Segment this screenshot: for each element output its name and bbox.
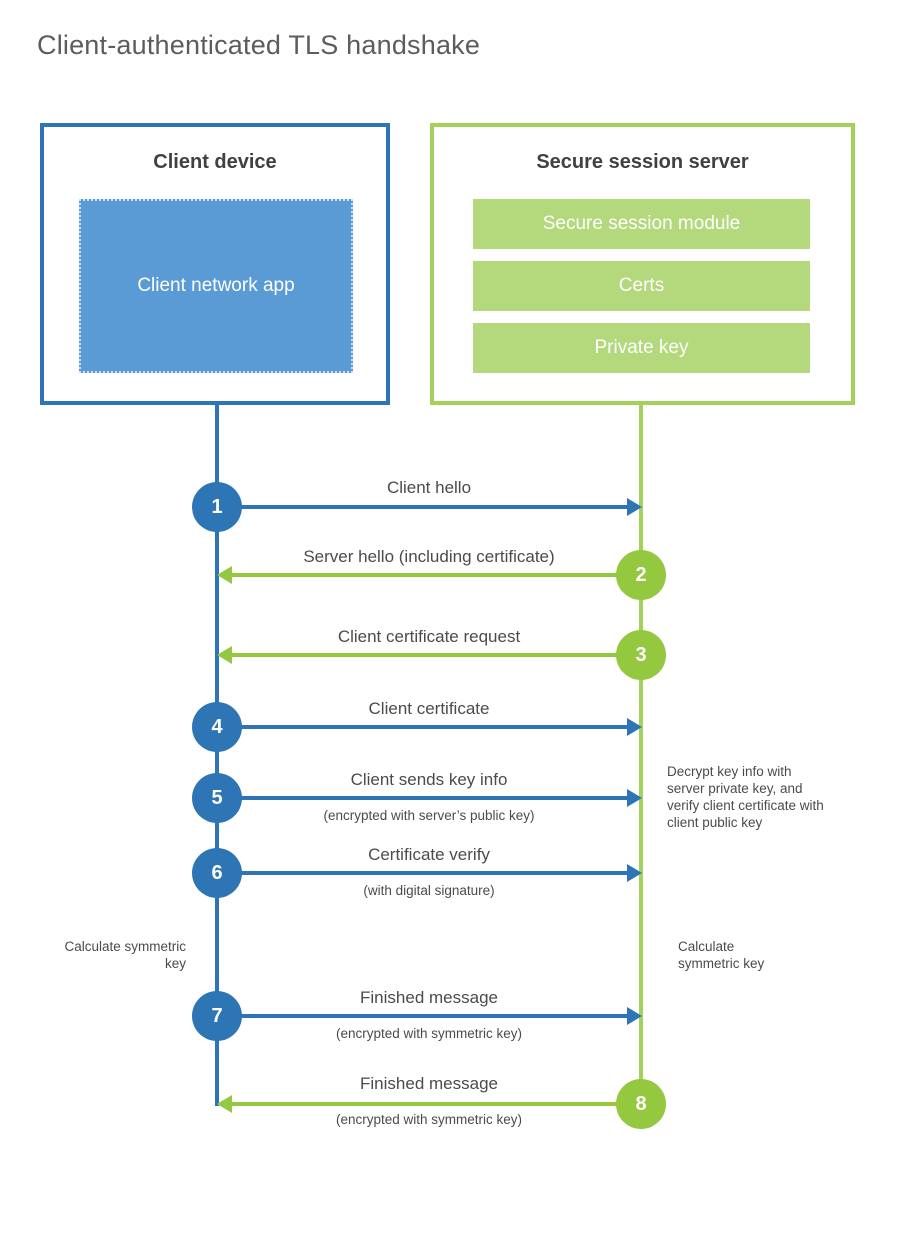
step-number: 8 xyxy=(635,1092,647,1115)
arrowhead-left-icon xyxy=(217,566,232,584)
step-circle: 1 xyxy=(192,482,242,532)
message-arrow-left xyxy=(217,1095,618,1113)
arrowhead-left-icon xyxy=(217,1095,232,1113)
message-sublabel: (with digital signature) xyxy=(363,883,495,898)
arrow-shaft xyxy=(240,871,631,875)
server-box: Secure session server Secure session mod… xyxy=(430,123,855,405)
server-private-key-bar: Private key xyxy=(473,323,810,373)
client-network-app-label: Client network app xyxy=(137,275,295,296)
message-label: Client certificate request xyxy=(337,627,521,646)
server-lifeline xyxy=(639,405,643,1106)
arrow-shaft xyxy=(240,1014,631,1018)
arrow-shaft xyxy=(240,505,631,509)
step-number: 4 xyxy=(211,715,223,738)
arrow-shaft xyxy=(228,573,618,577)
note-decrypt-key-info: Decrypt key info with server private key… xyxy=(667,764,824,830)
arrowhead-right-icon xyxy=(627,1007,642,1025)
step-number: 1 xyxy=(211,495,223,518)
message-label: Finished message xyxy=(360,988,498,1007)
arrowhead-left-icon xyxy=(217,646,232,664)
message-arrow-left xyxy=(217,566,618,584)
message-arrow-right xyxy=(240,789,642,807)
message-label: Server hello (including certificate) xyxy=(303,547,555,566)
step-circle: 6 xyxy=(192,848,242,898)
step-circle: 3 xyxy=(616,630,666,680)
client-lifeline xyxy=(215,405,219,1106)
client-network-app-box: Client network app xyxy=(79,199,353,373)
step-circle: 8 xyxy=(616,1079,666,1129)
step-circle: 4 xyxy=(192,702,242,752)
arrow-shaft xyxy=(228,1102,618,1106)
arrow-shaft xyxy=(240,796,631,800)
step-circle: 2 xyxy=(616,550,666,600)
step-number: 6 xyxy=(211,861,223,884)
step-number: 5 xyxy=(211,786,223,809)
message-label: Client certificate xyxy=(368,699,490,718)
arrowhead-right-icon xyxy=(627,864,642,882)
message-arrow-right xyxy=(240,864,642,882)
note-calculate-symmetric-key-client: Calculate symmetric key xyxy=(64,939,186,971)
message-label: Certificate verify xyxy=(368,845,490,864)
server-module-bar: Secure session module xyxy=(473,199,810,249)
step-circle: 5 xyxy=(192,773,242,823)
arrow-shaft xyxy=(240,725,631,729)
message-sublabel: (encrypted with symmetric key) xyxy=(335,1026,523,1041)
arrow-shaft xyxy=(228,653,618,657)
step-number: 2 xyxy=(635,563,647,586)
step-number: 7 xyxy=(211,1004,223,1027)
message-arrow-left xyxy=(217,646,618,664)
note-calculate-symmetric-key-server: Calculate symmetric key xyxy=(678,939,765,971)
arrowhead-right-icon xyxy=(627,789,642,807)
message-label: Client hello xyxy=(386,478,472,497)
step-circle: 7 xyxy=(192,991,242,1041)
server-title: Secure session server xyxy=(536,151,749,173)
message-label: Client sends key info xyxy=(350,770,508,789)
page-title: Client-authenticated TLS handshake xyxy=(37,30,481,60)
client-device-title: Client device xyxy=(153,151,277,173)
server-certs-bar: Certs xyxy=(473,261,810,311)
message-arrow-right xyxy=(240,1007,642,1025)
message-arrow-right xyxy=(240,498,642,516)
message-arrow-right xyxy=(240,718,642,736)
message-label: Finished message xyxy=(360,1074,498,1093)
step-number: 3 xyxy=(635,643,647,666)
message-sublabel: (encrypted with symmetric key) xyxy=(335,1112,523,1127)
message-sublabel: (encrypted with server’s public key) xyxy=(323,808,535,823)
arrowhead-right-icon xyxy=(627,498,642,516)
client-device-box: Client device Client network app xyxy=(40,123,390,405)
arrowhead-right-icon xyxy=(627,718,642,736)
